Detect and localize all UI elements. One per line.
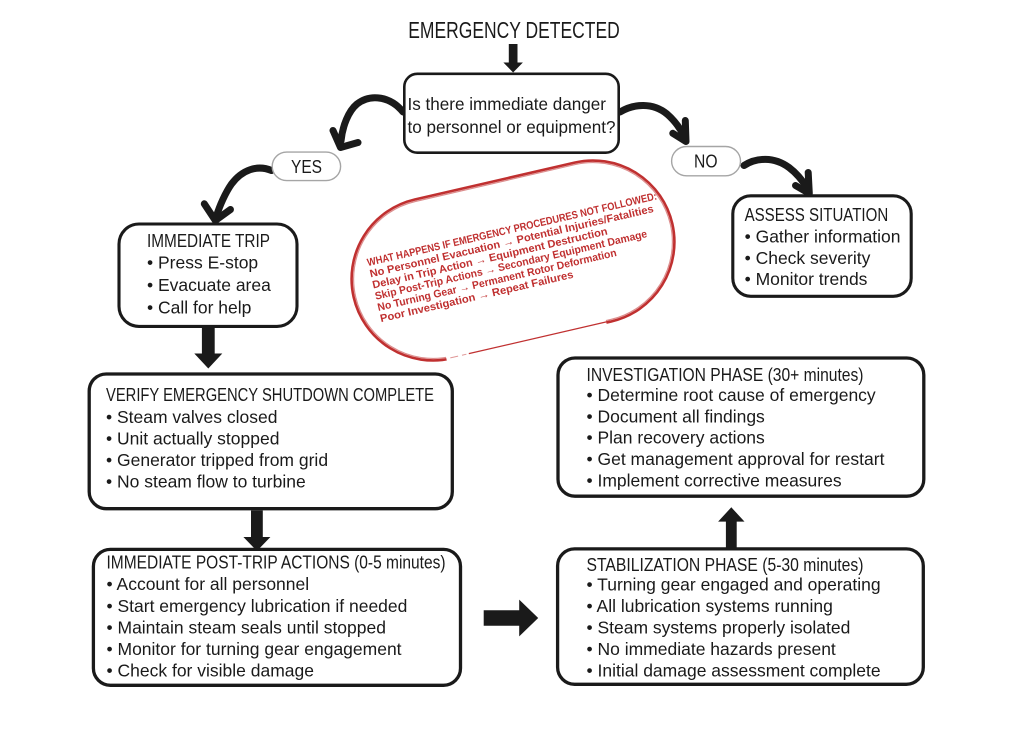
svg-text:• Check severity: • Check severity	[745, 248, 871, 268]
svg-text:• Get management approval for: • Get management approval for restart	[587, 449, 885, 469]
svg-text:to personnel or equipment?: to personnel or equipment?	[408, 117, 616, 137]
svg-text:• Determine root cause of emer: • Determine root cause of emergency	[587, 385, 876, 405]
svg-text:• Evacuate area: • Evacuate area	[147, 275, 271, 295]
svg-text:• All lubrication systems runn: • All lubrication systems running	[587, 596, 833, 616]
svg-text:• Check for visible damage: • Check for visible damage	[107, 661, 314, 681]
svg-text:IMMEDIATE POST-TRIP ACTIONS (0: IMMEDIATE POST-TRIP ACTIONS (0-5 minutes…	[107, 552, 446, 572]
svg-text:• Generator tripped from grid: • Generator tripped from grid	[106, 450, 328, 470]
svg-text:VERIFY EMERGENCY SHUTDOWN COMP: VERIFY EMERGENCY SHUTDOWN COMPLETE	[106, 385, 434, 405]
svg-text:• Press E-stop: • Press E-stop	[147, 253, 258, 273]
svg-text:• Monitor for turning gear eng: • Monitor for turning gear engagement	[107, 639, 402, 659]
svg-text:• Gather information: • Gather information	[745, 226, 901, 246]
svg-text:EMERGENCY DETECTED: EMERGENCY DETECTED	[408, 17, 620, 43]
svg-text:NO: NO	[694, 152, 718, 172]
svg-text:• Plan recovery actions: • Plan recovery actions	[587, 428, 766, 448]
svg-text:• Turning gear engaged and ope: • Turning gear engaged and operating	[587, 575, 881, 595]
svg-text:• Call for help: • Call for help	[147, 298, 251, 318]
svg-text:• Steam valves closed: • Steam valves closed	[106, 407, 277, 427]
svg-text:IMMEDIATE TRIP: IMMEDIATE TRIP	[147, 231, 270, 251]
svg-text:• Start emergency lubrication: • Start emergency lubrication if needed	[107, 596, 408, 616]
svg-text:• Unit actually stopped: • Unit actually stopped	[106, 428, 279, 448]
svg-text:Is there immediate danger: Is there immediate danger	[408, 94, 607, 114]
svg-text:• Implement corrective measure: • Implement corrective measures	[587, 471, 842, 491]
svg-text:STABILIZATION PHASE (5-30 minu: STABILIZATION PHASE (5-30 minutes)	[587, 555, 864, 575]
svg-text:• Steam systems properly isola: • Steam systems properly isolated	[587, 617, 851, 637]
svg-text:• No steam flow to turbine: • No steam flow to turbine	[106, 472, 306, 492]
svg-text:INVESTIGATION PHASE (30+ minut: INVESTIGATION PHASE (30+ minutes)	[587, 365, 864, 385]
svg-text:• Monitor trends: • Monitor trends	[745, 269, 868, 289]
svg-text:• Initial damage assessment co: • Initial damage assessment complete	[587, 660, 881, 680]
svg-text:ASSESS SITUATION: ASSESS SITUATION	[745, 205, 889, 225]
svg-text:• Account for all personnel: • Account for all personnel	[107, 574, 310, 594]
svg-text:• Maintain steam seals until s: • Maintain steam seals until stopped	[107, 617, 386, 637]
svg-text:• Document all findings: • Document all findings	[587, 406, 766, 426]
svg-text:YES: YES	[291, 157, 322, 177]
svg-text:• No immediate hazards present: • No immediate hazards present	[587, 639, 836, 659]
